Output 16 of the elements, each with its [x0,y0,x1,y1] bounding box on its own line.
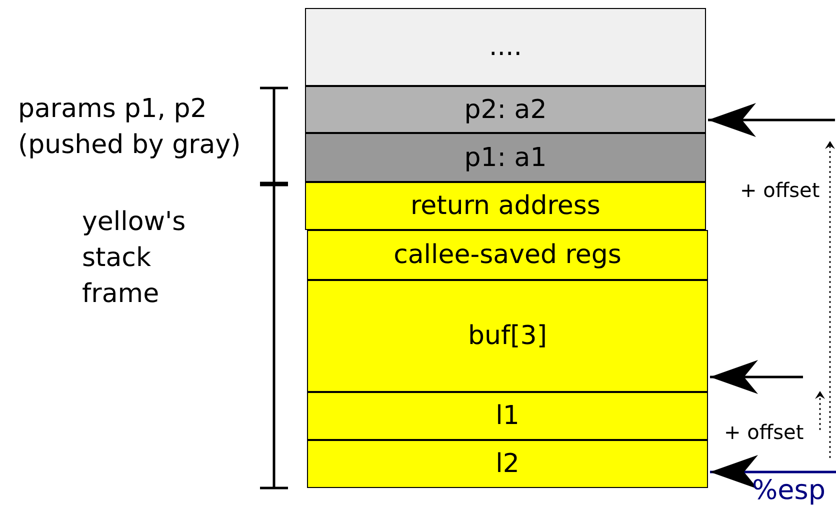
register-label: %esp [752,472,836,509]
stack-slot: callee-saved regs [307,230,708,280]
stack-slot: p1: a1 [305,133,706,182]
stack-slot: buf[3] [307,280,708,392]
bracket-label: yellow's stack frame [82,206,187,311]
stack-slot: p2: a2 [305,86,706,133]
arrow [710,360,803,394]
stack-slot: .... [305,8,706,86]
stack-slot: l2 [307,440,708,488]
bracket-label: params p1, p2 (pushed by gray) [18,93,242,162]
offset-label: + offset [740,178,821,202]
stack-slot: l1 [307,392,708,440]
offset-label: + offset [724,420,805,444]
arrow [708,103,835,137]
arrow [710,455,836,489]
stack-slot: return address [305,182,706,230]
